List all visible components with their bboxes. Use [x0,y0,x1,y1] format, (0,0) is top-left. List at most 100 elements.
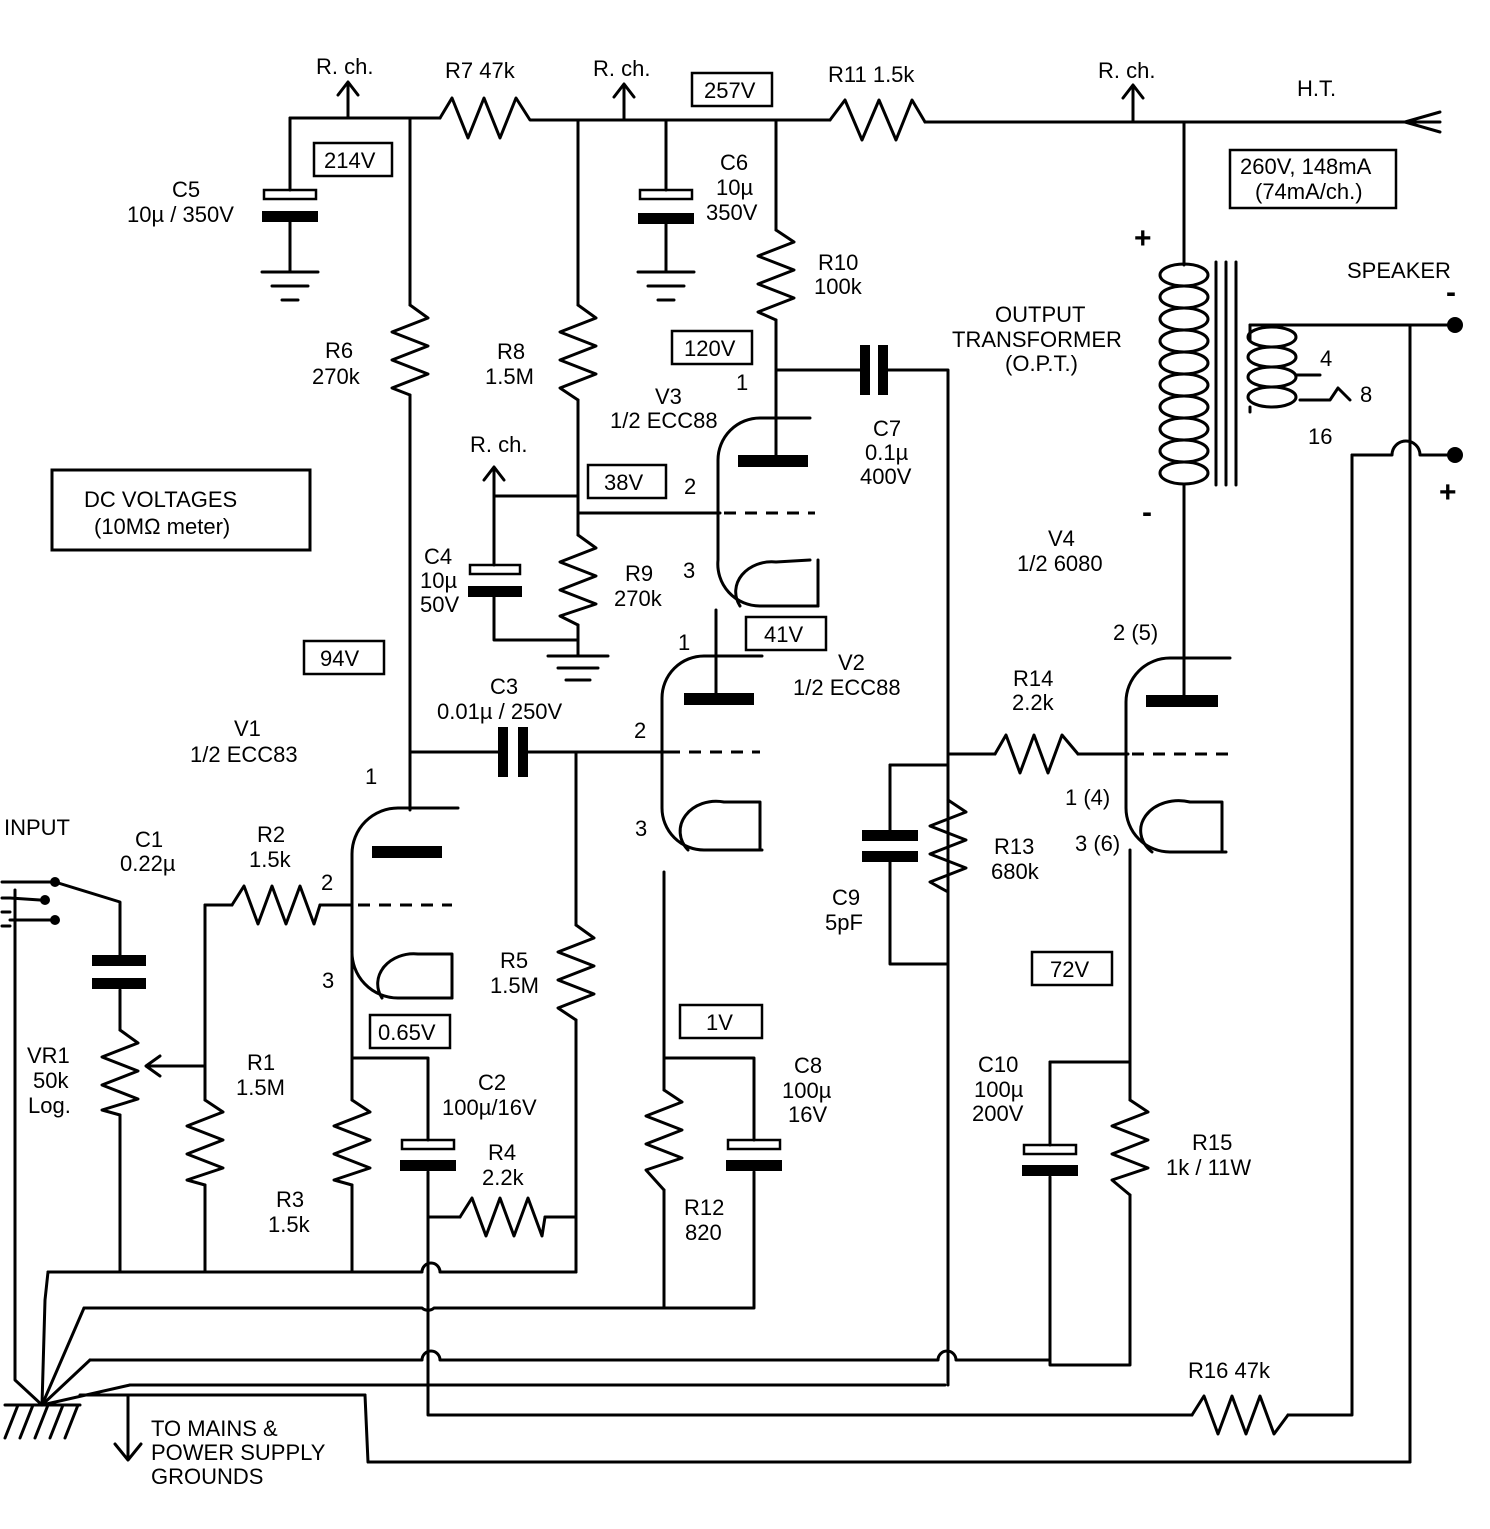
label-c2-value: 100µ/16V [442,1095,537,1120]
label-c8-voltage: 16V [788,1102,827,1127]
label-c1: C1 [135,827,163,852]
label-r15-value: 1k / 11W [1166,1155,1251,1180]
label-r5: R5 [500,948,528,973]
label-vr1-value: 50k [33,1068,69,1093]
label-c9-value: 5pF [825,910,863,935]
label-r13-value: 680k [991,859,1040,884]
voltage-1: 1V [706,1010,733,1035]
label-r11: R11 1.5k [828,62,915,87]
resistor-r5 [556,923,596,1022]
resistor-r2 [230,884,322,926]
label-v2-type: 1/2 ECC88 [793,675,901,700]
valve-v3 [716,416,820,608]
opt-secondary [1246,323,1322,414]
label-v1-pin-grid: 2 [321,870,333,895]
label-opt-line2: TRANSFORMER [952,327,1122,352]
label-v3-pin-cathode: 3 [683,558,695,583]
voltage-labels: 214V 257V 260V, 148mA (74mA/ch.) 120V 38… [302,71,1398,1050]
label-r9-value: 270k [614,586,663,611]
resistor-r10 [756,228,796,322]
resistor-r8 [558,303,598,402]
label-r5-value: 1.5M [490,973,539,998]
label-v4-pin-plate: 2 (5) [1113,620,1158,645]
label-c1-value: 0.22µ [120,851,176,876]
resistor-r6 [390,303,430,397]
label-c5-value: 10µ / 350V [127,202,234,227]
output-transformer [1158,260,1322,487]
label-r7: R7 47k [445,58,516,83]
capacitor-c6 [638,188,694,224]
label-c7-value: 0.1µ [865,440,909,465]
voltage-214: 214V [324,148,376,173]
resistor-r15 [1110,1098,1150,1197]
label-v4-type: 1/2 6080 [1017,551,1103,576]
resistor-r11 [828,98,927,142]
voltage-257: 257V [704,78,756,103]
resistor-r4 [458,1196,547,1238]
component-labels: R. ch. R. ch. R. ch. R. ch. H.T. R7 47k … [4,54,1457,1489]
ground-c6 [636,270,696,302]
speaker-terminal-plus [1447,447,1463,463]
label-v2-pin-plate: 1 [678,630,690,655]
resistor-r13 [928,798,968,894]
label-c10-voltage: 200V [972,1101,1024,1126]
label-c3-value: 0.01µ / 250V [437,699,563,724]
capacitor-c2 [400,1138,456,1171]
label-input: INPUT [4,815,70,840]
label-r12-value: 820 [685,1220,722,1245]
terminals [0,80,1463,928]
label-v1: V1 [234,716,261,741]
label-rch: R. ch. [470,432,527,457]
label-c7: C7 [873,416,901,441]
label-c4-voltage: 50V [420,592,459,617]
label-v4: V4 [1048,526,1075,551]
potentiometer-vr1 [100,1028,140,1117]
resistor-r3 [332,1098,372,1187]
resistor-r14 [993,733,1080,775]
label-v4-pin-cathode: 3 (6) [1075,831,1120,856]
label-r3-value: 1.5k [268,1212,311,1237]
label-v2-pin-cathode: 3 [635,816,647,841]
label-v1-pin-cathode: 3 [322,968,334,993]
label-ht: H.T. [1297,76,1336,101]
capacitor-c4 [468,563,522,597]
label-v1-pin-plate: 1 [365,764,377,789]
label-r10-value: 100k [814,274,863,299]
capacitor-c10 [1022,1143,1078,1176]
capacitor-c7 [860,345,888,395]
label-c5: C5 [172,177,200,202]
label-r1-value: 1.5M [236,1075,285,1100]
capacitor-c3 [498,727,528,777]
dc-voltages-title: DC VOLTAGES [84,487,237,512]
label-c8-value: 100µ [782,1078,832,1103]
right-channel-arrow-icon [482,465,506,482]
resistor-r16 [1190,1394,1290,1436]
label-grounds-line3: GROUNDS [151,1464,263,1489]
label-r10: R10 [818,250,858,275]
label-tap-4: 4 [1320,346,1332,371]
label-primary-plus: + [1134,222,1152,255]
capacitor-c9 [862,830,918,862]
voltage-ht-per-channel: (74mA/ch.) [1255,179,1363,204]
label-opt-line1: OUTPUT [995,302,1085,327]
label-v3-type: 1/2 ECC88 [610,408,718,433]
dc-voltages-subtitle: (10MΩ meter) [94,514,230,539]
label-c10-value: 100µ [974,1077,1024,1102]
label-r14: R14 [1013,666,1053,691]
label-vr1-taper: Log. [28,1093,71,1118]
label-r13: R13 [994,834,1034,859]
label-v3-pin-grid: 2 [684,474,696,499]
voltage-41: 41V [764,622,803,647]
ground-r9 [546,638,610,682]
label-v2-pin-grid: 2 [634,718,646,743]
voltage-72: 72V [1050,957,1089,982]
voltage-0-65: 0.65V [378,1020,436,1045]
resistor-r1 [185,1098,225,1187]
label-c6-value: 10µ [716,175,753,200]
right-channel-arrow-icon [1121,83,1145,100]
right-channel-arrow-icon [612,82,636,99]
label-c3: C3 [490,674,518,699]
valve-v1 [350,806,460,1000]
chassis-ground [3,1403,82,1440]
resistor-r12 [644,1088,684,1192]
